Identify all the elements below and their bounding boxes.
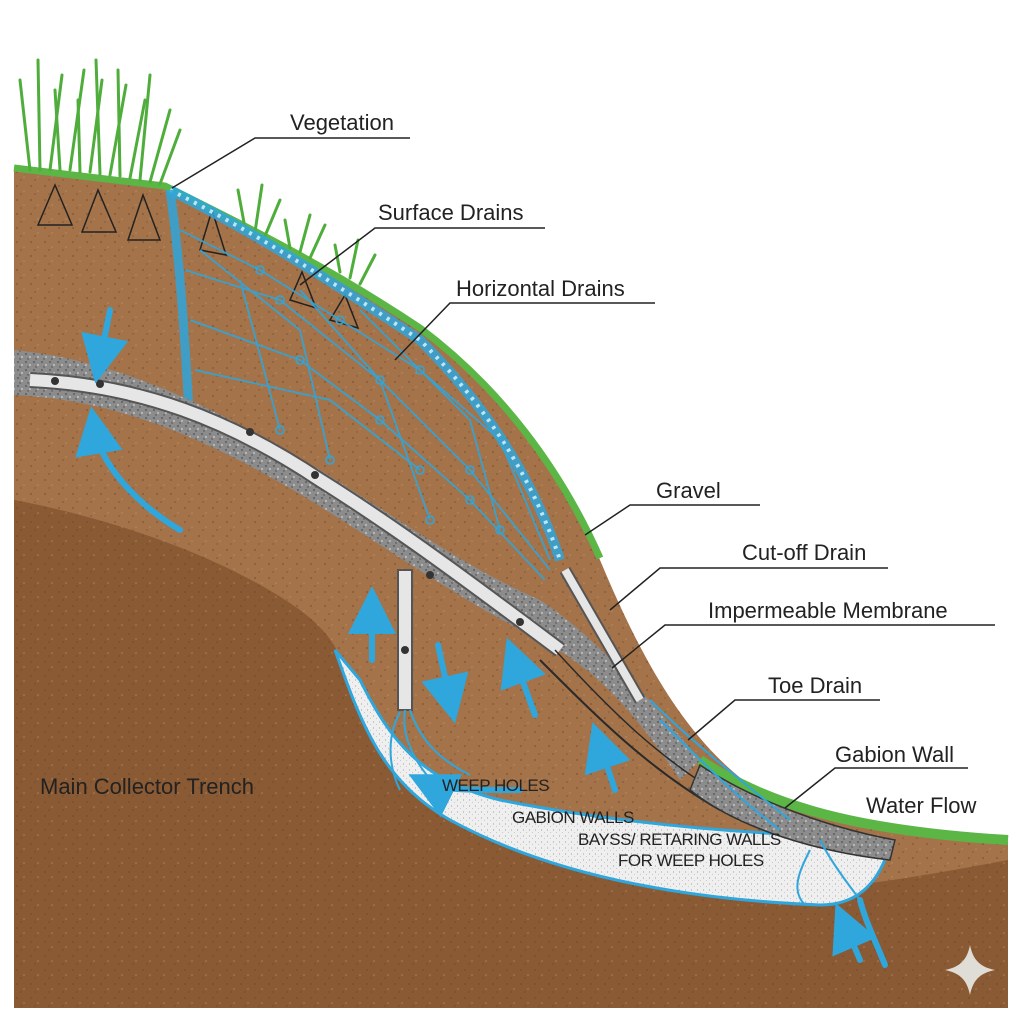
vegetation-grass bbox=[18, 58, 377, 286]
water-flow-arrows bbox=[75, 307, 888, 968]
gravel-band bbox=[14, 350, 700, 780]
label-main-collector-trench: Main Collector Trench bbox=[40, 774, 254, 799]
label-cutoff-drain: Cut-off Drain bbox=[742, 540, 866, 565]
label-weep-holes: WEEP HOLES bbox=[442, 776, 549, 795]
label-retaining-walls-2: FOR WEEP HOLES bbox=[618, 851, 764, 870]
label-water-flow: Water Flow bbox=[866, 793, 977, 818]
drain-nodes bbox=[255, 265, 505, 535]
soil-markers bbox=[36, 183, 360, 330]
leader-lines bbox=[171, 137, 995, 809]
label-gabion-wall: Gabion Wall bbox=[835, 742, 954, 767]
vertical-interceptor-drain bbox=[165, 189, 195, 431]
label-impermeable-membrane: Impermeable Membrane bbox=[708, 598, 948, 623]
weep-pipe bbox=[397, 569, 413, 711]
seepage-streams bbox=[389, 699, 861, 906]
label-gravel: Gravel bbox=[656, 478, 721, 503]
label-surface-drains: Surface Drains bbox=[378, 200, 524, 225]
label-horizontal-drains: Horizontal Drains bbox=[456, 276, 625, 301]
label-gabion-walls: GABION WALLS bbox=[512, 808, 634, 827]
label-retaining-walls-1: BAYSS/ RETARING WALLS bbox=[578, 830, 781, 849]
label-toe-drain: Toe Drain bbox=[768, 673, 862, 698]
horizontal-drain-network bbox=[179, 229, 551, 581]
sparkle-icon bbox=[945, 945, 995, 995]
label-vegetation: Vegetation bbox=[290, 110, 394, 135]
